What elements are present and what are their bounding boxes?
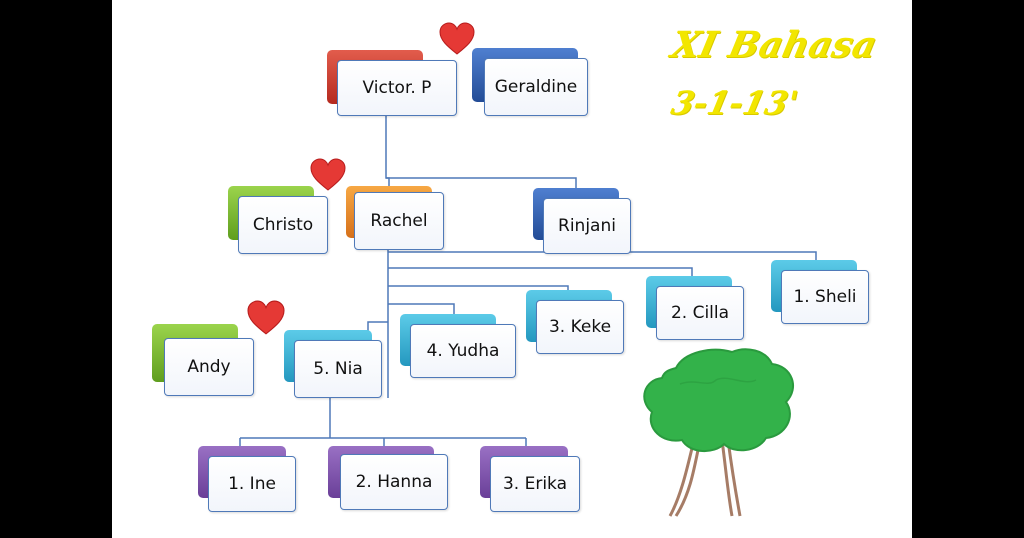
node-label: Rinjani	[543, 198, 631, 254]
title-line-1: XI Bahasa	[668, 24, 881, 66]
node-label: Victor. P	[337, 60, 457, 116]
node-label: 2. Hanna	[340, 454, 448, 510]
heart-icon	[310, 158, 346, 192]
family-tree-canvas: XI Bahasa 3-1-13' Victor. P Geraldine Ch…	[112, 0, 912, 538]
title-line-2: 3-1-13'	[668, 84, 801, 122]
node-label: 3. Keke	[536, 300, 624, 354]
tree-icon	[636, 344, 804, 520]
node-label: 2. Cilla	[656, 286, 744, 340]
node-label: 5. Nia	[294, 340, 382, 398]
node-label: Christo	[238, 196, 328, 254]
connector-rachel-yudha	[388, 304, 454, 314]
connector-rachel-nia	[368, 322, 388, 332]
connector-nia-ine	[240, 438, 526, 446]
node-label: 4. Yudha	[410, 324, 516, 378]
node-label: 3. Erika	[490, 456, 580, 512]
node-label: Rachel	[354, 192, 444, 250]
node-label: Andy	[164, 338, 254, 396]
heart-icon	[246, 300, 286, 336]
connector-rachel-cilla	[388, 268, 692, 278]
node-label: Geraldine	[484, 58, 588, 116]
heart-icon	[439, 22, 475, 56]
node-label: 1. Ine	[208, 456, 296, 512]
connector-victor-rachel	[386, 114, 389, 186]
node-label: 1. Sheli	[781, 270, 869, 324]
